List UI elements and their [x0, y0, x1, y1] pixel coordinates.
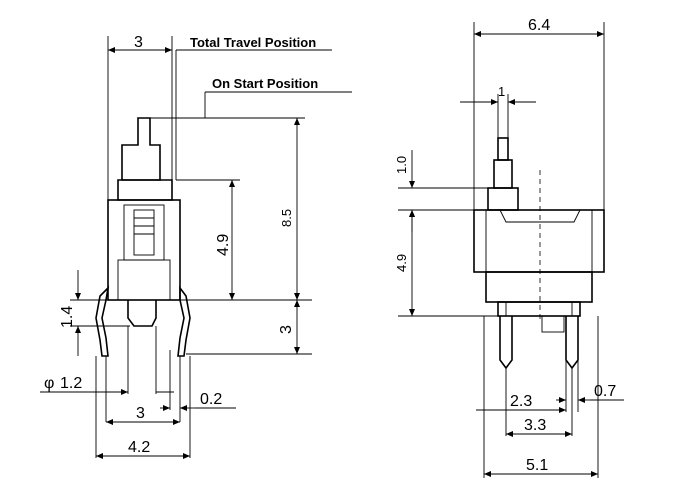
dim-1: 1: [498, 84, 505, 99]
dim-1-4: 1.4: [59, 306, 76, 328]
dim-3-bottom: 3: [136, 405, 145, 422]
left-plunger-tip: [121, 117, 161, 181]
dim-phi-1-2: 1.2: [60, 375, 82, 392]
dim-1-0: 1.0: [394, 156, 409, 174]
left-view: Total Travel Position On Start Position …: [40, 34, 352, 459]
dim-4-2: 4.2: [128, 439, 150, 456]
left-main-body: [107, 199, 181, 301]
left-terminal-left: [95, 285, 110, 357]
dim-0-2: 0.2: [200, 391, 222, 408]
dim-5-1: 5.1: [526, 457, 548, 474]
dim-phi-symbol: φ: [44, 375, 54, 392]
right-pin-left: [499, 316, 513, 370]
right-pin-right: [565, 316, 579, 370]
right-plunger: [497, 137, 509, 161]
dim-6-4: 6.4: [528, 17, 550, 34]
note-on-start: On Start Position: [212, 76, 318, 91]
dim-2-3: 2.3: [510, 393, 532, 410]
left-inner-window: [123, 204, 165, 261]
note-total-travel: Total Travel Position: [190, 35, 316, 50]
left-bottom-nub: [127, 300, 157, 327]
dim-3-3: 3.3: [524, 417, 546, 434]
dim-4-9-right: 4.9: [394, 254, 409, 272]
dim-0-7: 0.7: [594, 383, 616, 400]
right-main-body: [473, 209, 605, 273]
left-upper-block: [117, 179, 173, 201]
right-base: [497, 301, 581, 317]
dim-4-9-left: 4.9: [215, 234, 232, 256]
dim-8-5: 8.5: [279, 209, 294, 227]
dim-top-3: 3: [134, 34, 143, 51]
left-terminal-right: [177, 285, 191, 357]
dim-3-side: 3: [278, 325, 295, 334]
right-view: 6.4 1 1.0 4.9 2.3 0.7 3.3 5.1: [394, 17, 624, 478]
